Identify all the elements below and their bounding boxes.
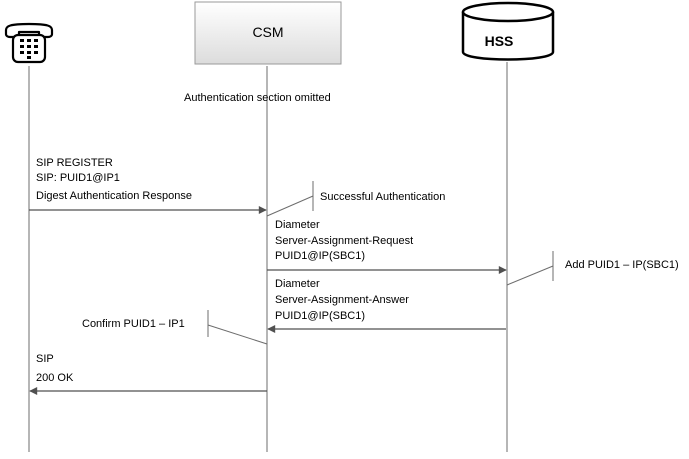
sar-line1: Diameter [275,219,320,231]
csm-label: CSM [252,24,283,40]
successful-auth-note: Successful Authentication [266,181,445,217]
add-puid-label: Add PUID1 – IP(SBC1) [565,259,679,271]
confirm-puid-label: Confirm PUID1 – IP1 [82,318,185,330]
sar-line3: PUID1@IP(SBC1) [275,250,365,262]
register-line3: Digest Authentication Response [36,190,192,202]
sar-line2: Server-Assignment-Request [275,235,413,247]
saa-line3: PUID1@IP(SBC1) [275,310,365,322]
ok-line1: SIP [36,353,54,365]
successful-auth-label: Successful Authentication [320,191,445,203]
add-puid-note: Add PUID1 – IP(SBC1) [506,251,679,286]
telephone-icon [4,22,54,64]
csm-participant: CSM [194,1,342,65]
auth-omitted-note: Authentication section omitted [184,92,331,104]
saa-line2: Server-Assignment-Answer [275,294,409,306]
saa-line1: Diameter [275,278,320,290]
hss-label: HSS [485,33,514,49]
confirm-puid-note: Confirm PUID1 – IP1 [82,310,268,345]
register-line2: SIP: PUID1@IP1 [36,172,120,184]
database-cylinder-icon: HSS [461,1,555,61]
ok-line2: 200 OK [36,372,74,384]
register-line1: SIP REGISTER [36,157,113,169]
